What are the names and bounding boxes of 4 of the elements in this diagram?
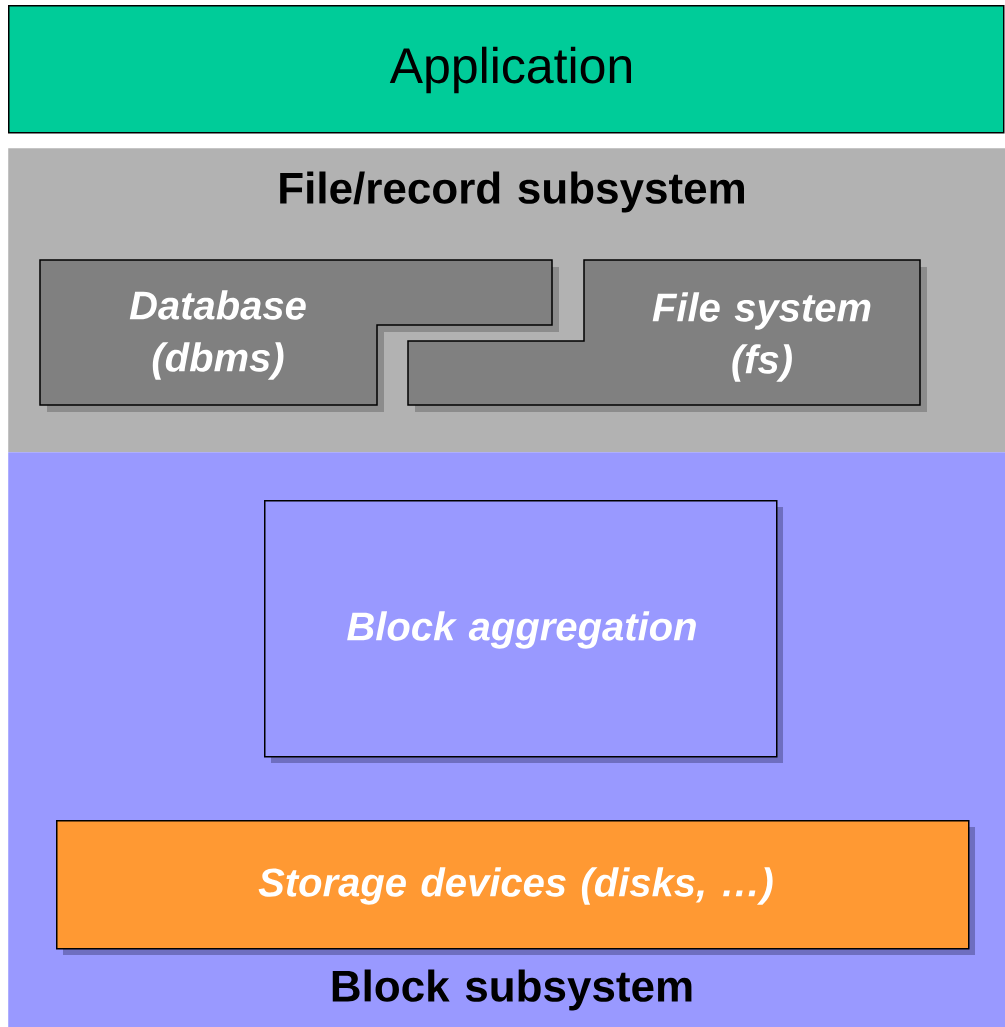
- stepped-box: File system (fs): [407, 259, 927, 412]
- layer-box: Storage devices (disks, …): [56, 820, 975, 955]
- layer-box: Application: [8, 5, 1005, 134]
- layer-box: Block aggregation: [264, 500, 783, 763]
